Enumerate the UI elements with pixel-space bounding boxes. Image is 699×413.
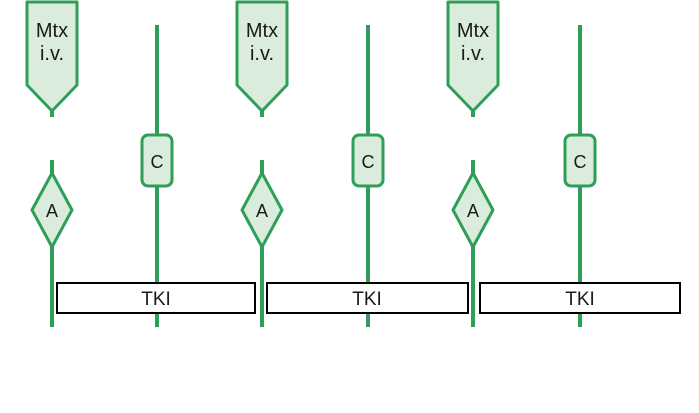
drug-c-box — [140, 133, 174, 188]
drug-a-label: A — [467, 201, 479, 221]
tki-bar — [56, 282, 256, 314]
tki-bar-label: TKI — [141, 289, 171, 310]
drug-c-box — [351, 133, 385, 188]
drug-a-label: A — [256, 201, 268, 221]
mtx-label-line2: i.v. — [250, 43, 274, 65]
drug-a-diamond — [451, 171, 495, 249]
drug-c-label: C — [574, 152, 587, 172]
mtx-label-line1: Mtx — [36, 20, 68, 42]
mtx-iv-marker — [235, 0, 289, 113]
mtx-label-line1: Mtx — [457, 20, 489, 42]
mtx-label-line2: i.v. — [461, 43, 485, 65]
tki-bar-label: TKI — [565, 289, 595, 310]
tki-bar-label: TKI — [352, 289, 382, 310]
treatment-cycle-1: Mtx i.v. A C TKI — [25, 0, 256, 327]
tki-bar — [479, 282, 681, 314]
treatment-cycle-3: Mtx i.v. A C TKI — [446, 0, 681, 327]
drug-c-label: C — [151, 152, 164, 172]
drug-a-diamond — [30, 171, 74, 249]
drug-a-diamond — [240, 171, 284, 249]
drug-c-box — [563, 133, 597, 188]
mtx-label-line2: i.v. — [40, 43, 64, 65]
mtx-iv-marker — [25, 0, 79, 113]
drug-a-label: A — [46, 201, 58, 221]
drug-c-label: C — [362, 152, 375, 172]
tki-bar — [266, 282, 469, 314]
mtx-label-line1: Mtx — [246, 20, 278, 42]
treatment-cycle-2: Mtx i.v. A C TKI — [235, 0, 469, 327]
mtx-iv-marker — [446, 0, 500, 113]
